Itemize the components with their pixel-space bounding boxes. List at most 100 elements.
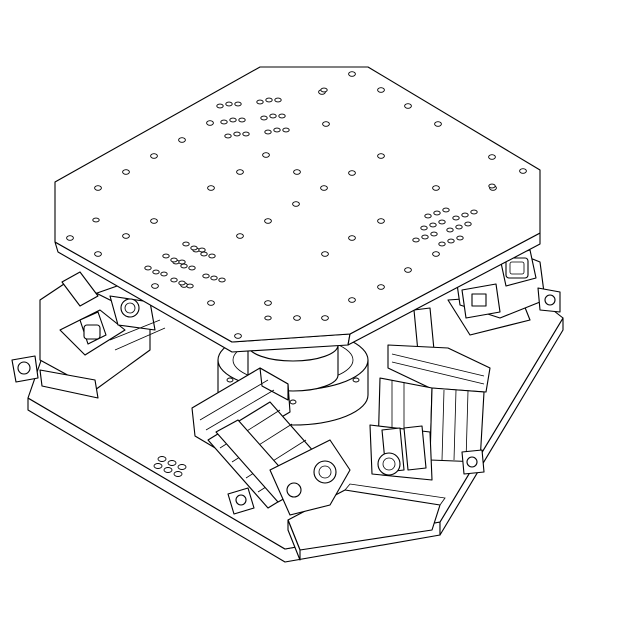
small-hole	[413, 238, 419, 242]
small-hole	[189, 266, 195, 270]
small-hole	[453, 216, 459, 220]
small-hole	[430, 223, 436, 227]
small-hole	[145, 266, 151, 270]
mounting-hole	[123, 234, 130, 239]
mounting-hole	[208, 301, 215, 306]
mounting-hole	[237, 234, 244, 239]
mounting-hole	[95, 252, 102, 257]
mounting-hole	[349, 236, 356, 241]
mounting-hole	[435, 122, 442, 127]
mounting-hole	[322, 316, 329, 321]
mounting-hole	[378, 219, 385, 224]
mounting-hole	[322, 252, 329, 257]
small-hole	[153, 270, 159, 274]
small-hole	[261, 116, 267, 120]
small-hole	[226, 102, 232, 106]
small-hole	[283, 128, 289, 132]
small-hole	[187, 284, 193, 288]
small-hole	[270, 114, 276, 118]
small-hole	[434, 211, 440, 215]
mounting-hole	[405, 268, 412, 273]
small-hole	[217, 104, 223, 108]
small-hole	[457, 236, 463, 240]
small-hole	[181, 264, 187, 268]
mounting-hole	[378, 285, 385, 290]
small-hole	[235, 102, 241, 106]
mounting-hole	[349, 171, 356, 176]
small-hole	[171, 258, 177, 262]
mounting-hole	[265, 301, 272, 306]
mounting-hole	[207, 121, 214, 126]
mounting-hole	[152, 284, 159, 289]
small-hole	[201, 252, 207, 256]
small-hole	[265, 130, 271, 134]
mounting-hole	[323, 122, 330, 127]
small-hole	[447, 228, 453, 232]
mounting-hole	[520, 169, 527, 174]
small-hole	[274, 128, 280, 132]
mounting-hole	[208, 186, 215, 191]
small-hole	[234, 132, 240, 136]
small-hole	[243, 132, 249, 136]
mounting-hole	[489, 155, 496, 160]
small-hole	[230, 118, 236, 122]
small-hole	[209, 254, 215, 258]
small-hole	[199, 248, 205, 252]
small-hole	[448, 239, 454, 243]
small-hole	[321, 88, 327, 92]
mounting-hole	[349, 72, 356, 77]
small-hole	[279, 114, 285, 118]
small-hole	[265, 316, 271, 320]
mounting-hole	[95, 186, 102, 191]
mounting-hole	[294, 170, 301, 175]
small-hole	[257, 100, 263, 104]
mounting-hole	[151, 154, 158, 159]
small-hole	[191, 246, 197, 250]
mounting-hole	[67, 236, 74, 241]
small-hole	[239, 118, 245, 122]
small-hole	[431, 232, 437, 236]
small-hole	[266, 98, 272, 102]
small-hole	[179, 281, 185, 285]
small-hole	[93, 218, 99, 222]
small-hole	[489, 184, 495, 188]
mounting-hole	[265, 219, 272, 224]
mounting-hole	[405, 104, 412, 109]
mounting-hole	[433, 186, 440, 191]
mounting-hole	[179, 138, 186, 143]
mounting-hole	[235, 334, 242, 339]
small-hole	[439, 220, 445, 224]
small-hole	[465, 222, 471, 226]
mounting-hole	[433, 252, 440, 257]
mounting-hole	[293, 202, 300, 207]
mounting-hole	[151, 219, 158, 224]
small-hole	[456, 225, 462, 229]
small-hole	[203, 274, 209, 278]
mounting-hole	[349, 298, 356, 303]
mounting-hole	[123, 170, 130, 175]
small-hole	[171, 278, 177, 282]
small-hole	[179, 260, 185, 264]
small-hole	[462, 213, 468, 217]
small-hole	[183, 242, 189, 246]
small-hole	[471, 210, 477, 214]
mounting-hole	[378, 88, 385, 93]
mounting-hole	[237, 170, 244, 175]
mounting-hole	[294, 316, 301, 321]
mounting-hole	[263, 153, 270, 158]
mounting-hole	[378, 154, 385, 159]
small-hole	[161, 272, 167, 276]
small-hole	[219, 278, 225, 282]
small-hole	[422, 235, 428, 239]
small-hole	[443, 208, 449, 212]
small-hole	[211, 276, 217, 280]
small-hole	[225, 134, 231, 138]
small-hole	[439, 242, 445, 246]
small-hole	[221, 120, 227, 124]
small-hole	[275, 98, 281, 102]
small-hole	[421, 226, 427, 230]
mounting-hole	[321, 186, 328, 191]
small-hole	[425, 214, 431, 218]
